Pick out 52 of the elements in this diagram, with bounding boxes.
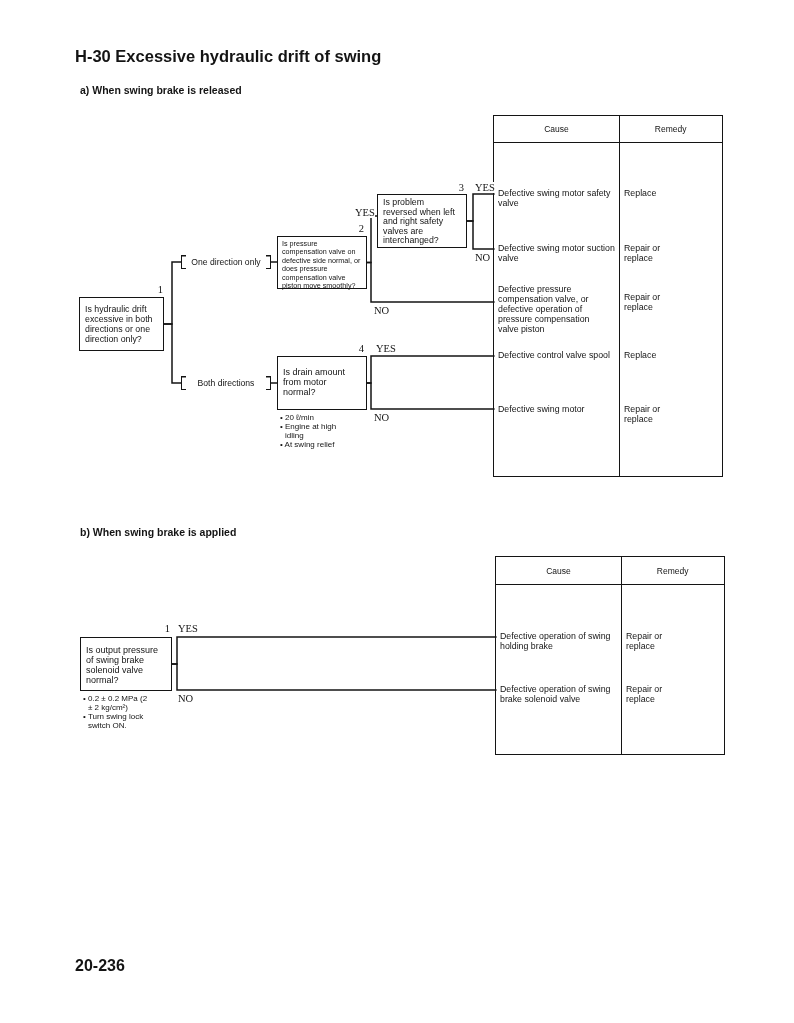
question-box: Is problem reversed when left and right safety valves are interchanged? bbox=[377, 194, 467, 248]
answer-label: YES bbox=[475, 182, 495, 193]
answer-label: YES bbox=[376, 343, 396, 354]
condition-note: • 0.2 ± 0.2 MPa (2 ± 2 kg/cm²) bbox=[83, 694, 149, 712]
section-heading: a) When swing brake is released bbox=[80, 84, 242, 97]
step-number: 3 bbox=[457, 182, 464, 193]
answer-label: NO bbox=[178, 693, 194, 704]
cause-text: Defective pressure compensation valve, or defective operation of pressure compensation valve piston bbox=[494, 284, 606, 334]
step-number: 1 bbox=[156, 284, 163, 295]
remedy-text: Replace bbox=[624, 350, 658, 360]
remedy-text: Repair or replace bbox=[624, 243, 662, 263]
question-box: Is output pressure of swing brake solenoid valve normal? bbox=[80, 637, 172, 691]
remedy-text: Repair or replace bbox=[624, 404, 662, 424]
condition-note: • Engine at high idling bbox=[280, 422, 338, 440]
column-header: Remedy bbox=[655, 565, 690, 576]
column-header: Remedy bbox=[653, 124, 688, 134]
remedy-text: Repair or replace bbox=[626, 684, 664, 704]
step-number: 2 bbox=[357, 223, 364, 234]
column-header: Cause bbox=[543, 124, 570, 134]
branch-label: One direction only bbox=[181, 255, 271, 269]
answer-label: NO bbox=[374, 305, 390, 316]
cause-text: Defective operation of swing holding brake bbox=[496, 631, 619, 651]
cause-text: Defective operation of swing brake solenoid valve bbox=[496, 684, 619, 704]
section-heading: b) When swing brake is applied bbox=[80, 526, 237, 539]
remedy-text: Replace bbox=[624, 188, 658, 198]
answer-label: NO bbox=[374, 412, 390, 423]
connector-line bbox=[466, 220, 496, 250]
cause-text: Defective swing motor bbox=[494, 404, 617, 414]
remedy-text: Repair or replace bbox=[624, 292, 662, 312]
page-title: H-30 Excessive hydraulic drift of swing bbox=[75, 46, 382, 66]
step-number: 1 bbox=[163, 623, 170, 634]
column-header: Cause bbox=[545, 565, 572, 576]
question-box: Is hydraulic drift excessive in both directions or one direction only? bbox=[79, 297, 164, 351]
cause-text: Defective swing motor safety valve bbox=[494, 188, 617, 208]
answer-label: YES bbox=[355, 207, 375, 218]
answer-label: NO bbox=[475, 252, 491, 263]
cause-remedy-table bbox=[493, 115, 723, 477]
cause-text: Defective swing motor suction valve bbox=[494, 243, 617, 263]
branch-label: Both directions bbox=[181, 376, 271, 390]
question-box: Is drain amount from motor normal? bbox=[277, 356, 367, 410]
step-number: 4 bbox=[357, 343, 364, 354]
connector-line bbox=[366, 382, 496, 410]
cause-remedy-table bbox=[495, 556, 725, 755]
condition-note: • 20 ℓ/min bbox=[280, 413, 314, 422]
condition-note: • Turn swing lock switch ON. bbox=[83, 712, 145, 730]
answer-label: YES bbox=[178, 623, 198, 634]
connector-line bbox=[171, 663, 498, 691]
connector-line bbox=[366, 261, 496, 303]
condition-note: • At swing relief bbox=[280, 440, 335, 449]
cause-text: Defective control valve spool bbox=[494, 350, 617, 360]
remedy-text: Repair or replace bbox=[626, 631, 664, 651]
page-number: 20-236 bbox=[75, 956, 125, 975]
